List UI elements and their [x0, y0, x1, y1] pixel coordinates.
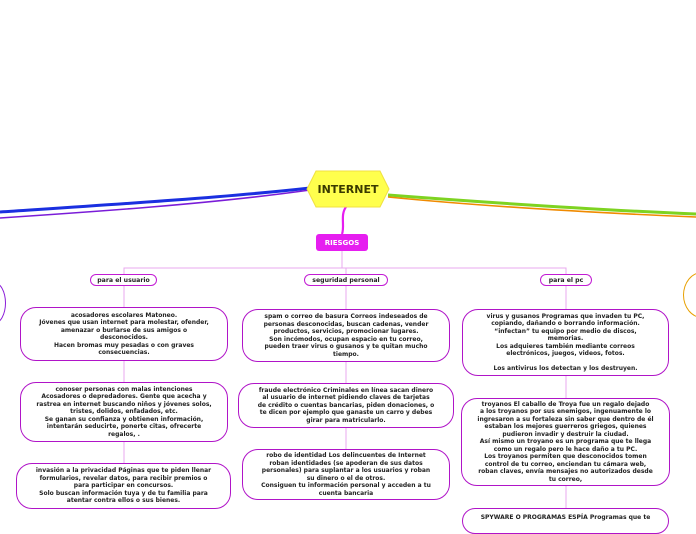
central-node-shape: [306, 170, 390, 208]
left-branch-purple: [0, 189, 311, 219]
riesgos-label: RIESGOS: [324, 238, 360, 247]
category-label: seguridad personal: [312, 276, 380, 284]
category-label: para el pc: [548, 276, 584, 284]
leaf-conocer-personas[interactable]: conoser personas con malas intenciones A…: [20, 382, 228, 442]
leaf-fraude-electronico[interactable]: fraude electrónico Criminales en línea s…: [238, 383, 454, 428]
riesgos-node[interactable]: RIESGOS: [316, 234, 368, 251]
category-seguridad-personal[interactable]: seguridad personal: [304, 274, 388, 286]
left-branch-blue: [0, 186, 311, 214]
leaf-text: troyanos El caballo de Troya fue un rega…: [477, 400, 654, 483]
leaf-text: invasión a la privacidad Páginas que te …: [35, 467, 212, 505]
leaf-text: virus y gusanos Programas que invaden tu…: [486, 312, 645, 373]
central-node-label: INTERNET: [317, 182, 379, 196]
connector-lines: [0, 170, 696, 508]
category-para-el-usuario[interactable]: para el usuario: [90, 274, 157, 286]
leaf-acosadores-escolares[interactable]: acosadores escolares Matoneo. Jóvenes qu…: [20, 307, 228, 361]
right-branch-orange: [387, 196, 696, 218]
central-to-riesgos: [340, 206, 347, 235]
leaf-spam[interactable]: spam o correo de basura Correos indesead…: [242, 309, 450, 362]
leaf-text: conoser personas con malas intenciones A…: [36, 385, 212, 438]
category-para-el-pc[interactable]: para el pc: [540, 274, 592, 286]
right-branch-green: [387, 193, 696, 216]
leaf-invasion-privacidad[interactable]: invasión a la privacidad Páginas que te …: [16, 463, 231, 509]
leaf-text: spam o correo de basura Correos indesead…: [263, 313, 429, 358]
leaf-text: acosadores escolares Matoneo. Jóvenes qu…: [39, 311, 209, 357]
leaf-text: SPYWARE O PROGRAMAS ESPÍA Programas que …: [480, 514, 651, 521]
leaf-spyware[interactable]: SPYWARE O PROGRAMAS ESPÍA Programas que …: [462, 508, 669, 534]
leaf-troyanos[interactable]: troyanos El caballo de Troya fue un rega…: [461, 398, 670, 486]
central-node[interactable]: INTERNET: [307, 171, 389, 207]
leaf-text: robo de identidad Los delincuentes de In…: [261, 452, 431, 497]
category-label: para el usuario: [97, 276, 150, 284]
leaf-robo-identidad[interactable]: robo de identidad Los delincuentes de In…: [242, 449, 450, 500]
leaf-virus-gusanos[interactable]: virus y gusanos Programas que invaden tu…: [462, 309, 669, 376]
leaf-text: fraude electrónico Criminales en línea s…: [257, 386, 435, 424]
